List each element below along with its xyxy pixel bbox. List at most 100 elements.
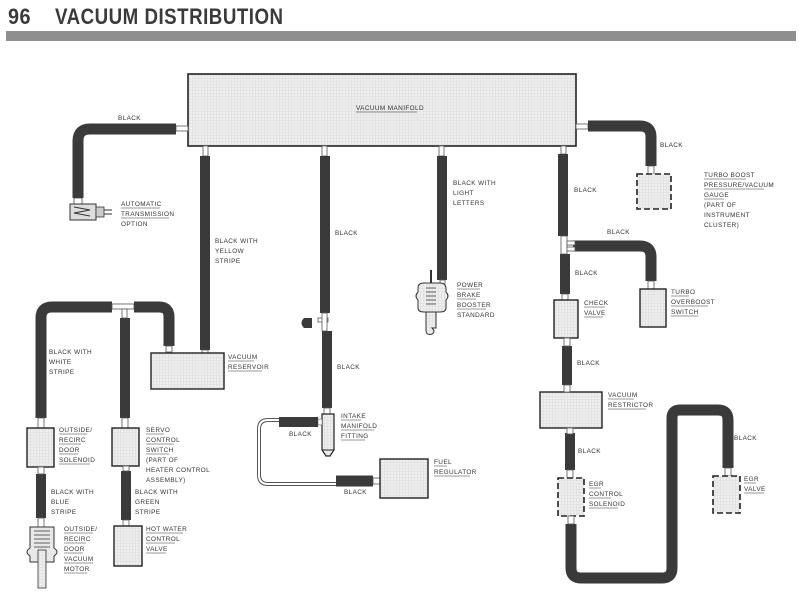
svg-text:TRANSMISSION: TRANSMISSION <box>121 211 174 218</box>
svg-text:PRESSURE/VACUUM: PRESSURE/VACUUM <box>704 182 774 189</box>
svg-text:RESTRICTOR: RESTRICTOR <box>608 402 653 409</box>
svg-text:YELLOW: YELLOW <box>215 248 245 255</box>
vacuum-motor-label: OUTSIDE/ RECIRC DOOR VACUUM MOTOR <box>64 526 97 574</box>
hose-label-overboost: BLACK <box>607 229 630 236</box>
svg-text:SERVO: SERVO <box>146 427 170 434</box>
svg-text:CONTROL: CONTROL <box>146 437 180 444</box>
hose-left-top <box>35 301 112 418</box>
fuel-regulator <box>372 458 429 499</box>
tee-fittings <box>111 235 576 332</box>
hose-left-top-right <box>134 301 175 346</box>
turbo-overboost-switch <box>639 280 667 328</box>
fuel-regulator-label: FUEL REGULATOR <box>434 459 476 477</box>
hose-label-turbo-gauge: BLACK <box>660 142 683 149</box>
svg-text:OPTION: OPTION <box>121 221 148 228</box>
svg-text:FITTING: FITTING <box>341 433 369 440</box>
svg-text:INTAKE: INTAKE <box>341 413 366 420</box>
hose-turbo-gauge <box>588 120 657 166</box>
servo-control-switch-label: SERVO CONTROL SWITCH (PART OF HEATER CON… <box>146 427 210 484</box>
servo-control-switch <box>111 417 140 472</box>
hot-water-control-valve <box>113 519 143 567</box>
svg-text:WHITE: WHITE <box>49 359 72 366</box>
svg-text:DOOR: DOOR <box>59 447 80 454</box>
svg-text:(PART OF: (PART OF <box>704 202 736 209</box>
svg-text:BLACK WITH: BLACK WITH <box>215 238 258 245</box>
title-rule <box>6 31 796 41</box>
manifold-nipples <box>175 123 589 157</box>
svg-text:EGR: EGR <box>589 481 604 488</box>
page-title: VACUUM DISTRIBUTION <box>55 4 284 29</box>
svg-text:VALVE: VALVE <box>146 546 168 553</box>
svg-text:SWITCH: SWITCH <box>671 309 699 316</box>
svg-text:VACUUM: VACUUM <box>64 556 94 563</box>
svg-text:VACUUM: VACUUM <box>228 354 258 361</box>
hose-label-right-main: BLACK <box>574 187 597 194</box>
check-valve <box>553 293 579 347</box>
vacuum-restrictor-label: VACUUM RESTRICTOR <box>608 392 653 410</box>
svg-text:STRIPE: STRIPE <box>49 369 74 376</box>
svg-text:SWITCH: SWITCH <box>146 447 174 454</box>
svg-text:CHECK: CHECK <box>584 300 609 307</box>
hose-labels: BLACK BLACK WITH YELLOW STRIPE BLACK BLA… <box>49 115 757 516</box>
hoses <box>35 120 734 584</box>
svg-text:MANIFOLD: MANIFOLD <box>341 423 377 430</box>
svg-text:AUTOMATIC: AUTOMATIC <box>121 201 162 208</box>
svg-text:STRIPE: STRIPE <box>215 258 240 265</box>
vacuum-reservoir-label: VACUUM RESERVOIR <box>228 354 269 372</box>
automatic-transmission-label: AUTOMATIC TRANSMISSION OPTION <box>121 201 174 228</box>
svg-text:(PART OF: (PART OF <box>146 457 178 464</box>
svg-text:VALVE: VALVE <box>584 310 606 317</box>
hose-egr-loop <box>565 404 734 584</box>
vacuum-restrictor <box>539 384 603 435</box>
egr-control-solenoid <box>557 469 585 525</box>
vacuum-cap <box>301 318 312 328</box>
svg-text:TURBO: TURBO <box>671 289 695 296</box>
svg-text:BOOSTER: BOOSTER <box>457 302 491 309</box>
turbo-boost-gauge <box>636 165 672 210</box>
power-brake-booster <box>415 270 449 335</box>
svg-text:TURBO BOOST: TURBO BOOST <box>704 172 755 179</box>
svg-text:DOOR: DOOR <box>64 546 85 553</box>
turbo-gauge-label: TURBO BOOST PRESSURE/VACUUM GAUGE (PART … <box>704 172 774 229</box>
svg-text:GREEN: GREEN <box>135 499 160 506</box>
svg-text:POWER: POWER <box>457 282 483 289</box>
svg-text:MOTOR: MOTOR <box>64 566 90 573</box>
hose-label-fuel-regulator: BLACK <box>344 489 367 496</box>
svg-text:LETTERS: LETTERS <box>453 200 485 207</box>
svg-text:SOLENOID: SOLENOID <box>589 501 625 508</box>
svg-text:BLUE: BLUE <box>51 499 69 506</box>
svg-text:INSTRUMENT: INSTRUMENT <box>704 212 750 219</box>
vacuum-manifold: VACUUM MANIFOLD <box>187 73 577 147</box>
automatic-transmission-actuator <box>69 197 112 221</box>
svg-text:EGR: EGR <box>744 476 759 483</box>
hose-label-fitting-left: BLACK <box>289 431 312 438</box>
hose-label-transmission: BLACK <box>118 115 141 122</box>
hose-label-egr-solenoid: BLACK <box>578 448 601 455</box>
svg-text:HOT WATER: HOT WATER <box>146 526 187 533</box>
vacuum-manifold-label: VACUUM MANIFOLD <box>356 105 424 112</box>
check-valve-label: CHECK VALVE <box>584 300 609 318</box>
svg-text:STANDARD: STANDARD <box>457 312 495 319</box>
intake-manifold-fitting <box>317 407 335 457</box>
egr-valve-label: EGR VALVE <box>744 476 766 494</box>
svg-text:RECIRC: RECIRC <box>59 437 86 444</box>
egr-valve <box>712 467 741 514</box>
svg-text:BLACK WITH: BLACK WITH <box>453 180 496 187</box>
intake-manifold-fitting-label: INTAKE MANIFOLD FITTING <box>341 413 377 441</box>
svg-text:STRIPE: STRIPE <box>51 509 76 516</box>
svg-text:OUTSIDE/: OUTSIDE/ <box>64 526 97 533</box>
hose-label-intake-upper: BLACK <box>335 230 358 237</box>
vacuum-motor <box>26 517 58 589</box>
hose-label-restrictor: BLACK <box>577 360 600 367</box>
svg-text:STRIPE: STRIPE <box>135 509 160 516</box>
svg-text:BLACK WITH: BLACK WITH <box>135 489 178 496</box>
svg-text:VALVE: VALVE <box>744 486 766 493</box>
svg-text:SOLENOID: SOLENOID <box>59 457 95 464</box>
svg-text:RESERVOIR: RESERVOIR <box>228 364 269 371</box>
hose-overboost <box>573 240 657 281</box>
svg-text:VACUUM: VACUUM <box>608 392 638 399</box>
hot-water-valve-label: HOT WATER CONTROL VALVE <box>146 526 187 554</box>
turbo-overboost-label: TURBO OVERBOOST SWITCH <box>671 289 715 317</box>
svg-text:OVERBOOST: OVERBOOST <box>671 299 715 306</box>
